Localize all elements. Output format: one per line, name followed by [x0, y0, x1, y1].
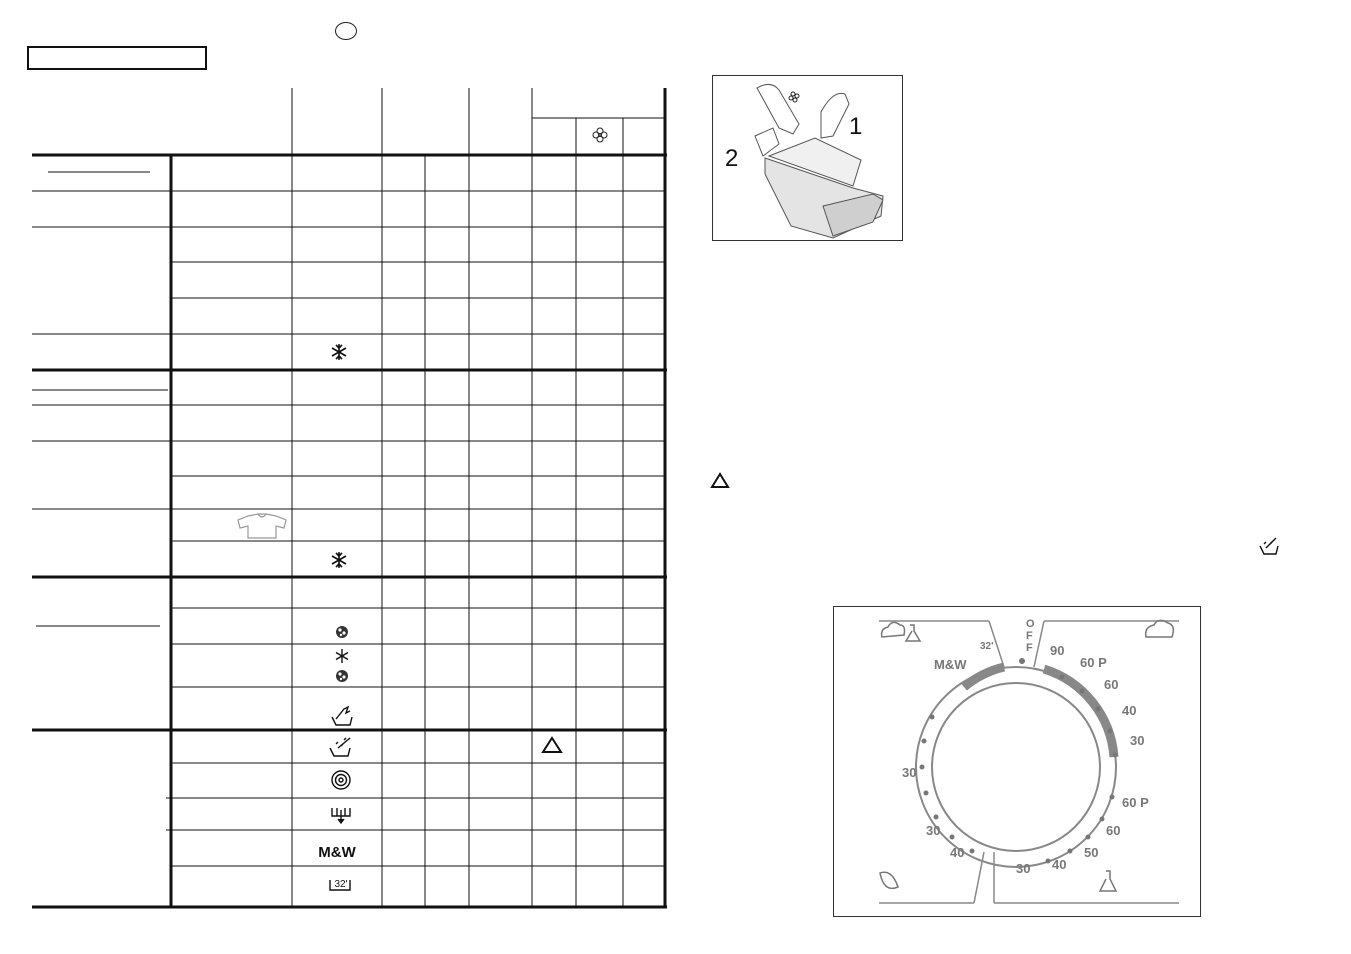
svg-text:F: F — [1026, 630, 1033, 642]
drain-icon — [331, 808, 351, 825]
dial-off: O — [1026, 618, 1035, 630]
dial-l2-50: 50 — [1084, 845, 1098, 860]
snowflake-icon — [331, 552, 347, 568]
hand-wash-icon — [331, 705, 353, 726]
dial-r-60p: 60 P — [1080, 655, 1107, 670]
dial-l-40: 40 — [950, 845, 964, 860]
dial-l-30b: 30 — [926, 823, 940, 838]
warning-triangle-icon — [710, 472, 730, 494]
dial-r-40: 40 — [1122, 703, 1136, 718]
programme-table: M&W 32' — [32, 88, 667, 909]
quick-wash-label: 32' — [334, 879, 347, 890]
detergent-drawer-figure: 1 2 — [712, 75, 903, 241]
shirt-icon — [237, 513, 287, 539]
figure-label-2: 2 — [725, 145, 738, 172]
dial-l2-40: 40 — [1052, 857, 1066, 872]
header-box — [27, 46, 207, 70]
flower-softener-icon — [592, 127, 608, 143]
dial-r-60: 60 — [1104, 677, 1118, 692]
dial-l2-60: 60 — [1106, 823, 1120, 838]
language-badge — [335, 22, 357, 40]
warning-triangle-icon — [541, 736, 563, 753]
svg-text:F: F — [1026, 642, 1033, 654]
programme-dial: O F F M&W 32' 90 60 P 60 40 30 60 P 60 5… — [833, 606, 1201, 917]
snowflake-icon — [335, 649, 349, 663]
dial-r-90: 90 — [1050, 643, 1064, 658]
dial-r-30: 30 — [1130, 733, 1144, 748]
rinse-icon — [329, 737, 351, 757]
wool-ball-icon — [336, 670, 348, 682]
spin-icon — [331, 770, 351, 790]
figure-label-1: 1 — [849, 113, 862, 140]
rinse-icon — [1258, 536, 1282, 562]
dial-mw: M&W — [934, 657, 967, 672]
quick-wash-icon — [329, 880, 351, 891]
dial-quick: 32' — [980, 641, 994, 652]
snowflake-icon — [331, 344, 347, 360]
wool-ball-icon — [336, 626, 348, 638]
dial-l2-30: 30 — [1016, 861, 1030, 876]
dial-l2-60p: 60 P — [1122, 795, 1149, 810]
mw-label: M&W — [318, 844, 356, 861]
dial-l-30a: 30 — [902, 765, 916, 780]
